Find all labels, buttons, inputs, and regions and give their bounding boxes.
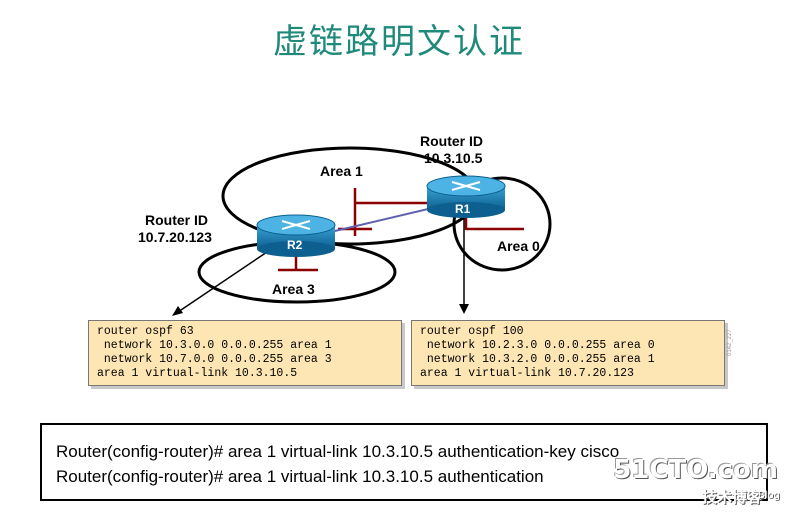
- r2-label: R2: [287, 238, 303, 252]
- r1-config-line: router ospf 100: [420, 325, 524, 338]
- command-line-1: Router(config-router)# area 1 virtual-li…: [56, 442, 620, 461]
- r2-arrowhead: [172, 306, 183, 316]
- r1-config-line: network 10.2.3.0 0.0.0.255 area 0: [420, 339, 655, 352]
- router-r2-icon: [256, 214, 336, 257]
- r2-config-line: router ospf 63: [97, 325, 194, 338]
- r1-router-id: 10.3.10.5: [424, 150, 483, 166]
- figure-code: 0142_227: [727, 329, 733, 356]
- command-box: Router(config-router)# area 1 virtual-li…: [40, 423, 768, 501]
- r2-router-id-title: Router ID: [145, 212, 208, 228]
- r2-config-line: network 10.3.0.0 0.0.0.255 area 1: [97, 339, 332, 352]
- page-title: 虚链路明文认证: [273, 22, 525, 62]
- r2-config-line: network 10.7.0.0 0.0.0.255 area 3: [97, 353, 332, 366]
- r1-config-box: router ospf 100 network 10.2.3.0 0.0.0.2…: [411, 320, 725, 386]
- r2-config-box: router ospf 63 network 10.3.0.0 0.0.0.25…: [88, 320, 402, 386]
- r1-config-line: area 1 virtual-link 10.7.20.123: [420, 367, 634, 380]
- r2-arrow-line: [177, 249, 271, 313]
- router-r1-icon: [426, 175, 506, 218]
- area1-label: Area 1: [320, 163, 363, 179]
- area0-ellipse: [452, 176, 552, 272]
- command-line-2: Router(config-router)# area 1 virtual-li…: [56, 467, 544, 486]
- watermark-logo: 51CTO.com: [613, 455, 778, 485]
- r1-router-id-title: Router ID: [420, 133, 483, 149]
- r1-arrowhead: [459, 304, 469, 314]
- virtual-link: [317, 204, 446, 236]
- area3-label: Area 3: [272, 281, 315, 297]
- r2-config-line: area 1 virtual-link 10.3.10.5: [97, 367, 298, 380]
- network-diagram: [172, 146, 552, 316]
- r1-config-line: network 10.3.2.0 0.0.0.255 area 1: [420, 353, 655, 366]
- area0-label: Area 0: [497, 238, 540, 254]
- r1-label: R1: [455, 202, 471, 216]
- watermark-sub: 技术博客: [701, 488, 762, 506]
- r2-router-id: 10.7.20.123: [138, 229, 212, 245]
- watermark-blog: Blog: [757, 490, 780, 501]
